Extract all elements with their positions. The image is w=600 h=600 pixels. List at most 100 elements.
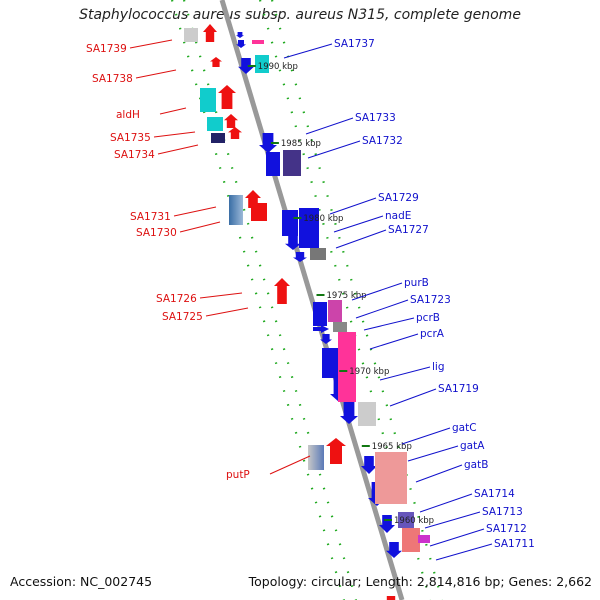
left-gene-label: SA1738 bbox=[92, 73, 133, 85]
genome-stats-text: Topology: circular; Length: 2,814,816 bp… bbox=[248, 574, 592, 589]
red-gene-arrow bbox=[218, 85, 236, 109]
blue-gene-arrow bbox=[313, 325, 329, 333]
red-gene-arrow bbox=[274, 278, 290, 304]
accession-text: Accession: NC_002745 bbox=[10, 574, 153, 589]
right-gene-label: SA1732 bbox=[362, 135, 403, 147]
left-gene-label: SA1731 bbox=[130, 211, 171, 223]
graded-gene-box bbox=[229, 195, 243, 225]
right-leader-line bbox=[435, 543, 493, 561]
kbp-label: 1985 kbp bbox=[281, 139, 321, 149]
left-gene-label: aldH bbox=[116, 109, 140, 121]
blue-gene-arrow bbox=[285, 236, 301, 250]
blue-gene-arrow bbox=[236, 40, 246, 48]
right-gene-label: SA1737 bbox=[334, 38, 375, 50]
left-leader-line bbox=[179, 221, 221, 233]
dotted-guide-0 bbox=[170, 0, 346, 600]
kbp-label: 1970 kbp bbox=[349, 367, 389, 377]
cyan-gene-box bbox=[255, 55, 269, 73]
graded-gene-box bbox=[308, 445, 324, 470]
right-gene-label: pcrA bbox=[420, 328, 445, 340]
cyan-gene-box bbox=[207, 117, 223, 131]
left-gene-label: SA1735 bbox=[110, 132, 151, 144]
right-leader-line bbox=[389, 388, 437, 407]
blue-gene-box bbox=[322, 348, 340, 378]
right-gene-label: SA1712 bbox=[486, 523, 527, 535]
gene-features bbox=[184, 24, 430, 600]
left-gene-label: putP bbox=[226, 469, 250, 481]
right-leader-line bbox=[283, 43, 333, 59]
left-leader-line bbox=[205, 307, 249, 317]
right-gene-label: SA1723 bbox=[410, 294, 451, 306]
magenta-gene-box bbox=[328, 300, 342, 322]
blue-gene-arrow bbox=[238, 58, 254, 74]
blue-gene-box bbox=[266, 152, 280, 176]
blue-gene-arrow bbox=[361, 456, 377, 474]
violet-gene-box bbox=[398, 512, 414, 528]
blue-gene-box bbox=[299, 208, 319, 248]
navy-gene-box bbox=[211, 133, 225, 143]
left-leader-line bbox=[157, 144, 199, 155]
label-leader-lines bbox=[129, 39, 493, 561]
red-gene-box bbox=[251, 203, 267, 221]
right-leader-line bbox=[333, 215, 384, 233]
blue-gene-arrow bbox=[293, 252, 307, 262]
genome-backbone bbox=[219, 0, 405, 600]
right-gene-label: SA1714 bbox=[474, 488, 515, 500]
kbp-label: 1960 kbp bbox=[394, 516, 434, 526]
right-gene-label: gatB bbox=[464, 459, 488, 471]
left-leader-line bbox=[269, 455, 311, 475]
kbp-label: 1980 kbp bbox=[303, 214, 343, 224]
left-leader-line bbox=[159, 107, 187, 115]
gene-labels: SA1739SA1738aldHSA1735SA1734SA1731SA1730… bbox=[86, 38, 535, 550]
blue-gene-arrow bbox=[386, 542, 402, 558]
grey-gene-box bbox=[333, 322, 347, 332]
right-gene-label: purB bbox=[404, 277, 429, 289]
right-gene-label: SA1729 bbox=[378, 192, 419, 204]
right-gene-label: nadE bbox=[385, 210, 411, 222]
left-leader-line bbox=[135, 69, 177, 79]
right-leader-line bbox=[415, 464, 463, 483]
right-leader-line bbox=[369, 333, 419, 350]
kbp-label: 1965 kbp bbox=[372, 442, 412, 452]
right-leader-line bbox=[424, 511, 481, 529]
right-gene-label: SA1711 bbox=[494, 538, 535, 550]
right-leader-line bbox=[419, 493, 473, 513]
right-leader-line bbox=[307, 140, 361, 159]
blue-gene-arrow bbox=[236, 32, 244, 38]
right-leader-line bbox=[355, 299, 409, 319]
right-leader-line bbox=[351, 282, 403, 301]
red-gene-arrow bbox=[326, 438, 346, 464]
right-leader-line bbox=[379, 366, 431, 381]
right-leader-line bbox=[335, 229, 387, 249]
gene-box bbox=[184, 28, 198, 42]
grey-gene-box bbox=[358, 402, 376, 426]
kbp-label: 1990 kbp bbox=[258, 62, 298, 72]
right-leader-line bbox=[363, 317, 415, 331]
indigo-gene-box bbox=[283, 150, 301, 176]
red-gene-arrow bbox=[210, 57, 222, 67]
right-gene-label: gatC bbox=[452, 422, 477, 434]
left-gene-label: SA1730 bbox=[136, 227, 177, 239]
right-leader-line bbox=[429, 528, 485, 547]
left-gene-label: SA1726 bbox=[156, 293, 197, 305]
right-leader-line bbox=[329, 197, 377, 215]
kbp-label: 1975 kbp bbox=[327, 291, 367, 301]
left-gene-label: SA1734 bbox=[114, 149, 155, 161]
blue-gene-arrow bbox=[340, 400, 358, 424]
right-leader-line bbox=[401, 427, 451, 445]
right-gene-label: SA1713 bbox=[482, 506, 523, 518]
red-gene-arrow bbox=[224, 114, 238, 128]
blue-gene-arrow bbox=[259, 133, 277, 153]
left-gene-label: SA1725 bbox=[162, 311, 203, 323]
right-gene-label: SA1733 bbox=[355, 112, 396, 124]
blue-gene-arrow bbox=[320, 334, 332, 344]
salmon-gene-box bbox=[402, 528, 420, 552]
left-leader-line bbox=[199, 292, 243, 299]
left-leader-line bbox=[129, 39, 173, 49]
pink-gene-box bbox=[252, 40, 264, 44]
blue-gene-box bbox=[313, 302, 327, 326]
red-gene-arrow bbox=[386, 596, 396, 600]
salmon-gene-box bbox=[375, 452, 407, 504]
map-title: Staphylococcus aureus subsp. aureus N315… bbox=[79, 7, 521, 23]
